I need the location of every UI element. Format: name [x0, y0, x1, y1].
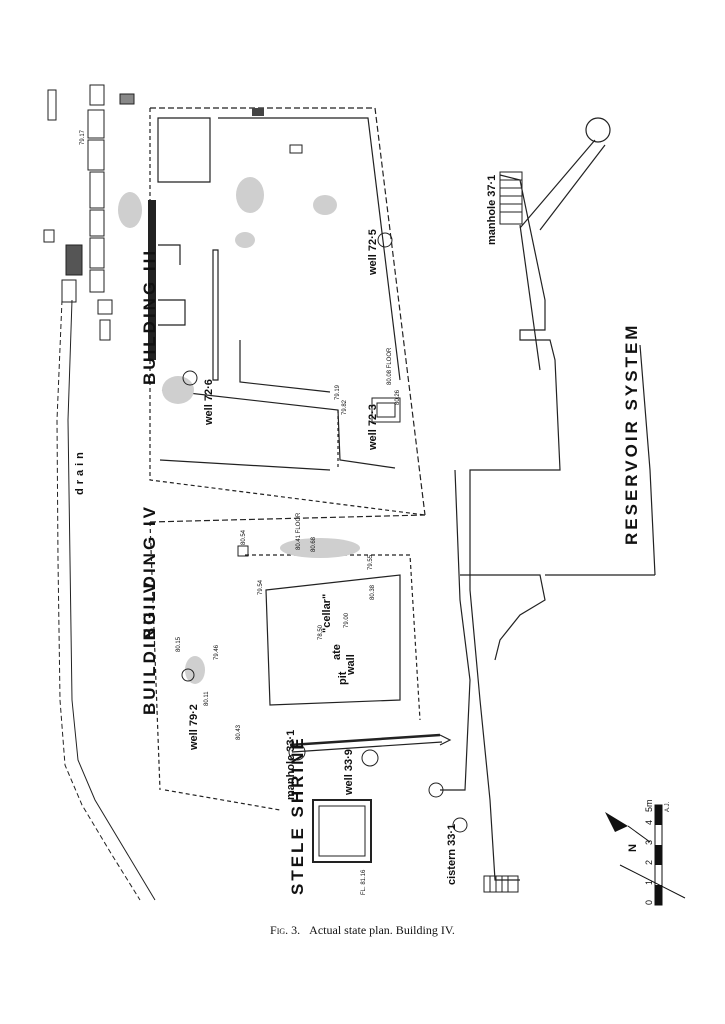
level-80-11: 80.11 [204, 691, 210, 706]
building-iii-wall-block [252, 108, 264, 116]
reservoir-system-label: RESERVOIR SYSTEM [622, 323, 641, 545]
building-iv-fills [185, 538, 360, 684]
cistern-33-1-icon [452, 817, 468, 833]
figure-caption: Fig. 3. Actual state plan. Building IV. [0, 923, 725, 938]
manhole-37-1-label: manhole 37·1 [486, 175, 498, 245]
figure-title: Actual state plan. Building IV. [309, 923, 455, 937]
pier-block [237, 545, 249, 557]
level-78-50: 78.50 [318, 624, 324, 640]
level-80-43: 80.43 [236, 724, 242, 740]
drain-label: drain [74, 448, 86, 495]
well-72-5-icon [377, 232, 393, 248]
building-iii-wall-block [289, 144, 303, 154]
cistern-33-1-label: cistern 33·1 [446, 824, 458, 885]
stele-shrine-outline [312, 799, 372, 863]
scale-bar: 0 1 2 3 4 5m A.J. [619, 799, 686, 906]
level-79-46: 79.46 [214, 644, 220, 660]
pit-label: pit [337, 671, 349, 685]
level-81-16: FL. 81.16 [361, 869, 367, 895]
level-80-41: 80.41 FLOOR [296, 512, 302, 550]
level-80-26: 80.26 [395, 389, 401, 405]
building-iii-label: BUILDING III [140, 248, 159, 385]
north-arrow: N [605, 812, 651, 852]
scale-tick-5m: 5m [644, 799, 654, 812]
level-79-54: 79.54 [258, 579, 264, 595]
well-33-9-icon [361, 749, 379, 767]
scale-tick-1: 1 [644, 880, 654, 885]
building-iii-fills [118, 177, 337, 404]
level-79-00: 79.00 [344, 612, 350, 628]
level-79-55: 79.55 [368, 554, 374, 570]
reservoir-channel [440, 174, 656, 881]
well-72-3-structure [371, 397, 401, 423]
well-33-9-label: well 33·9 [343, 749, 355, 796]
level-80-08: 80.08 FLOOR [387, 347, 393, 385]
building-iii-wall-block [148, 200, 156, 360]
scale-tick-2: 2 [644, 860, 654, 865]
ate-label: ate [331, 644, 343, 660]
scale-tick-3: 3 [644, 840, 654, 845]
figure-number: Fig. 3. [270, 923, 301, 937]
level-79-82: 79.82 [342, 399, 348, 415]
level-80-15: 80.15 [176, 636, 182, 652]
west-wall-blocks [43, 84, 135, 341]
reservoir-pipe [519, 117, 611, 231]
well-79-2-icon [181, 668, 195, 682]
manhole-33-1-icon [288, 743, 306, 761]
cistern-icon-2 [428, 782, 444, 798]
manhole-37-1-steps [499, 171, 523, 225]
level-80-38: 80.38 [370, 584, 376, 600]
level-79-17: 79.17 [80, 129, 86, 145]
level-80-54: 80.54 [241, 529, 247, 545]
drawing-credit: A.J. [665, 801, 671, 812]
level-80-68: 80.68 [311, 536, 317, 552]
building-iv-label-lower: BUILDING IV [140, 579, 159, 715]
scale-tick-4: 4 [644, 820, 654, 825]
stele-shrine-label: STELE SHRINE [288, 735, 307, 895]
well-72-3-label: well 72·3 [367, 404, 379, 451]
well-79-2-label: well 79·2 [188, 704, 200, 751]
well-72-5-label: well 72·5 [367, 229, 379, 276]
manhole-33-1-label: manhole 33·1 [285, 730, 297, 800]
north-label: N [627, 844, 639, 852]
building-iv-walls [149, 514, 452, 811]
scale-tick-0: 0 [644, 900, 654, 905]
well-72-6-icon [182, 370, 198, 386]
drain-channel [56, 299, 156, 901]
level-annotations: 79.17 80.08 FLOOR 80.26 79.19 79.82 80.4… [80, 129, 401, 895]
wall-label: wall [345, 654, 357, 676]
cistern-steps [483, 875, 519, 893]
building-iii-walls [149, 107, 426, 516]
cellar-label: "cellar" [321, 594, 333, 633]
well-72-6-label: well 72·6 [203, 379, 215, 426]
building-iv-label-upper: BUILDING IV [140, 504, 159, 640]
level-79-19: 79.19 [335, 384, 341, 400]
